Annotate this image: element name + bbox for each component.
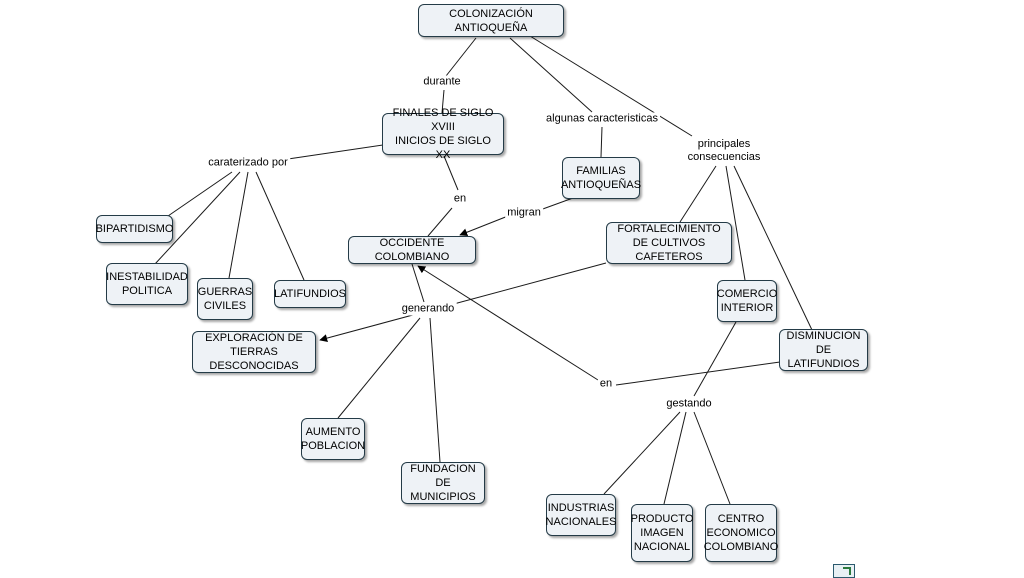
link-en-disminucion[interactable]: en: [597, 377, 615, 391]
link-gestando[interactable]: gestando: [664, 397, 714, 411]
edge-durante-finales: [441, 89, 445, 114]
edge-gestando-producto: [663, 411, 687, 505]
node-inestabilidad-politica[interactable]: INESTABILIDAD POLITICA: [106, 263, 188, 305]
node-producto-imagen-nacional[interactable]: PRODUCTO IMAGEN NACIONAL: [631, 504, 693, 562]
node-disminucion-latifundios[interactable]: DISMINUCION DE LATIFUNDIOS: [779, 329, 868, 371]
node-exploracion-tierras[interactable]: EXPLORACIÓN DE TIERRAS DESCONOCIDAS: [192, 331, 316, 373]
node-industrias-nacionales[interactable]: INDUSTRIAS NACIONALES: [546, 494, 616, 536]
edge-en-occidente-2: [417, 265, 599, 381]
node-bipartidismo[interactable]: BIPARTIDISMO: [96, 215, 173, 243]
node-occidente-colombiano[interactable]: OCCIDENTE COLOMBIANO: [348, 236, 476, 264]
edge-migran-occidente: [459, 215, 509, 237]
link-algunas-caracteristicas[interactable]: algunas caracteristicas: [544, 112, 660, 126]
edge-generando-fundacion: [429, 317, 441, 463]
edge-familias-migran: [539, 197, 574, 211]
edge-caraterizado-inestabilidad: [154, 171, 241, 265]
node-latifundios[interactable]: LATIFUNDIOS: [274, 280, 346, 308]
edge-fortalecimiento-exploracion: [319, 262, 607, 342]
node-comercio-interior[interactable]: COMERCIO INTERIOR: [717, 280, 777, 322]
edge-finales-caraterizado: [287, 144, 384, 160]
node-finales-de-siglo[interactable]: FINALES DE SIGLO XVIII INICIOS DE SIGLO …: [382, 107, 504, 161]
link-generando[interactable]: generando: [399, 302, 457, 316]
edge-principales-comercio: [725, 165, 746, 281]
link-en-occidente[interactable]: en: [451, 192, 469, 206]
node-colonizacion-antioquena[interactable]: COLONIZACIÓN ANTIOQUEÑA: [418, 4, 564, 37]
node-aumento-poblacion[interactable]: AUMENTO POBLACION: [301, 418, 365, 460]
node-familias-antioquenas[interactable]: FAMILIAS ANTIOQUEÑAS: [561, 157, 641, 199]
link-caraterizado-por[interactable]: caraterizado por: [206, 156, 290, 170]
edge-caraterizado-bipartidismo: [167, 171, 233, 217]
edge-generando-aumento: [337, 317, 421, 419]
edge-finales-en: [443, 155, 459, 191]
node-fundacion-municipios[interactable]: FUNDACION DE MUNICIPIOS: [401, 462, 485, 504]
edge-gestando-industrias: [603, 411, 681, 495]
edge-en-occidente: [427, 207, 453, 237]
node-guerras-civiles[interactable]: GUERRAS CIVILES: [197, 278, 253, 320]
link-principales-consecuencias[interactable]: principales consecuencias: [685, 138, 763, 164]
edge-occidente-generando: [411, 263, 425, 303]
edge-algunas-familias: [600, 126, 603, 158]
edge-colonizacion-principales: [529, 35, 693, 137]
edge-principales-fortalecimiento: [679, 165, 717, 223]
edge-disminucion-en: [615, 361, 781, 386]
link-migran[interactable]: migran: [505, 206, 543, 220]
edge-colonizacion-durante: [445, 37, 477, 77]
edge-colonizacion-algunas: [509, 37, 593, 113]
edge-principales-disminucion: [733, 165, 813, 331]
node-fortalecimiento-cultivos[interactable]: FORTALECIMIENTO DE CULTIVOS CAFETEROS: [606, 222, 732, 264]
edge-caraterizado-guerras: [228, 171, 249, 279]
edge-comercio-gestando: [693, 321, 737, 397]
edge-gestando-centro: [693, 411, 731, 505]
edge-caraterizado-latifundios: [255, 171, 305, 281]
link-durante[interactable]: durante: [421, 75, 463, 89]
node-centro-economico[interactable]: CENTRO ECONOMICO COLOMBIANO: [704, 504, 778, 562]
